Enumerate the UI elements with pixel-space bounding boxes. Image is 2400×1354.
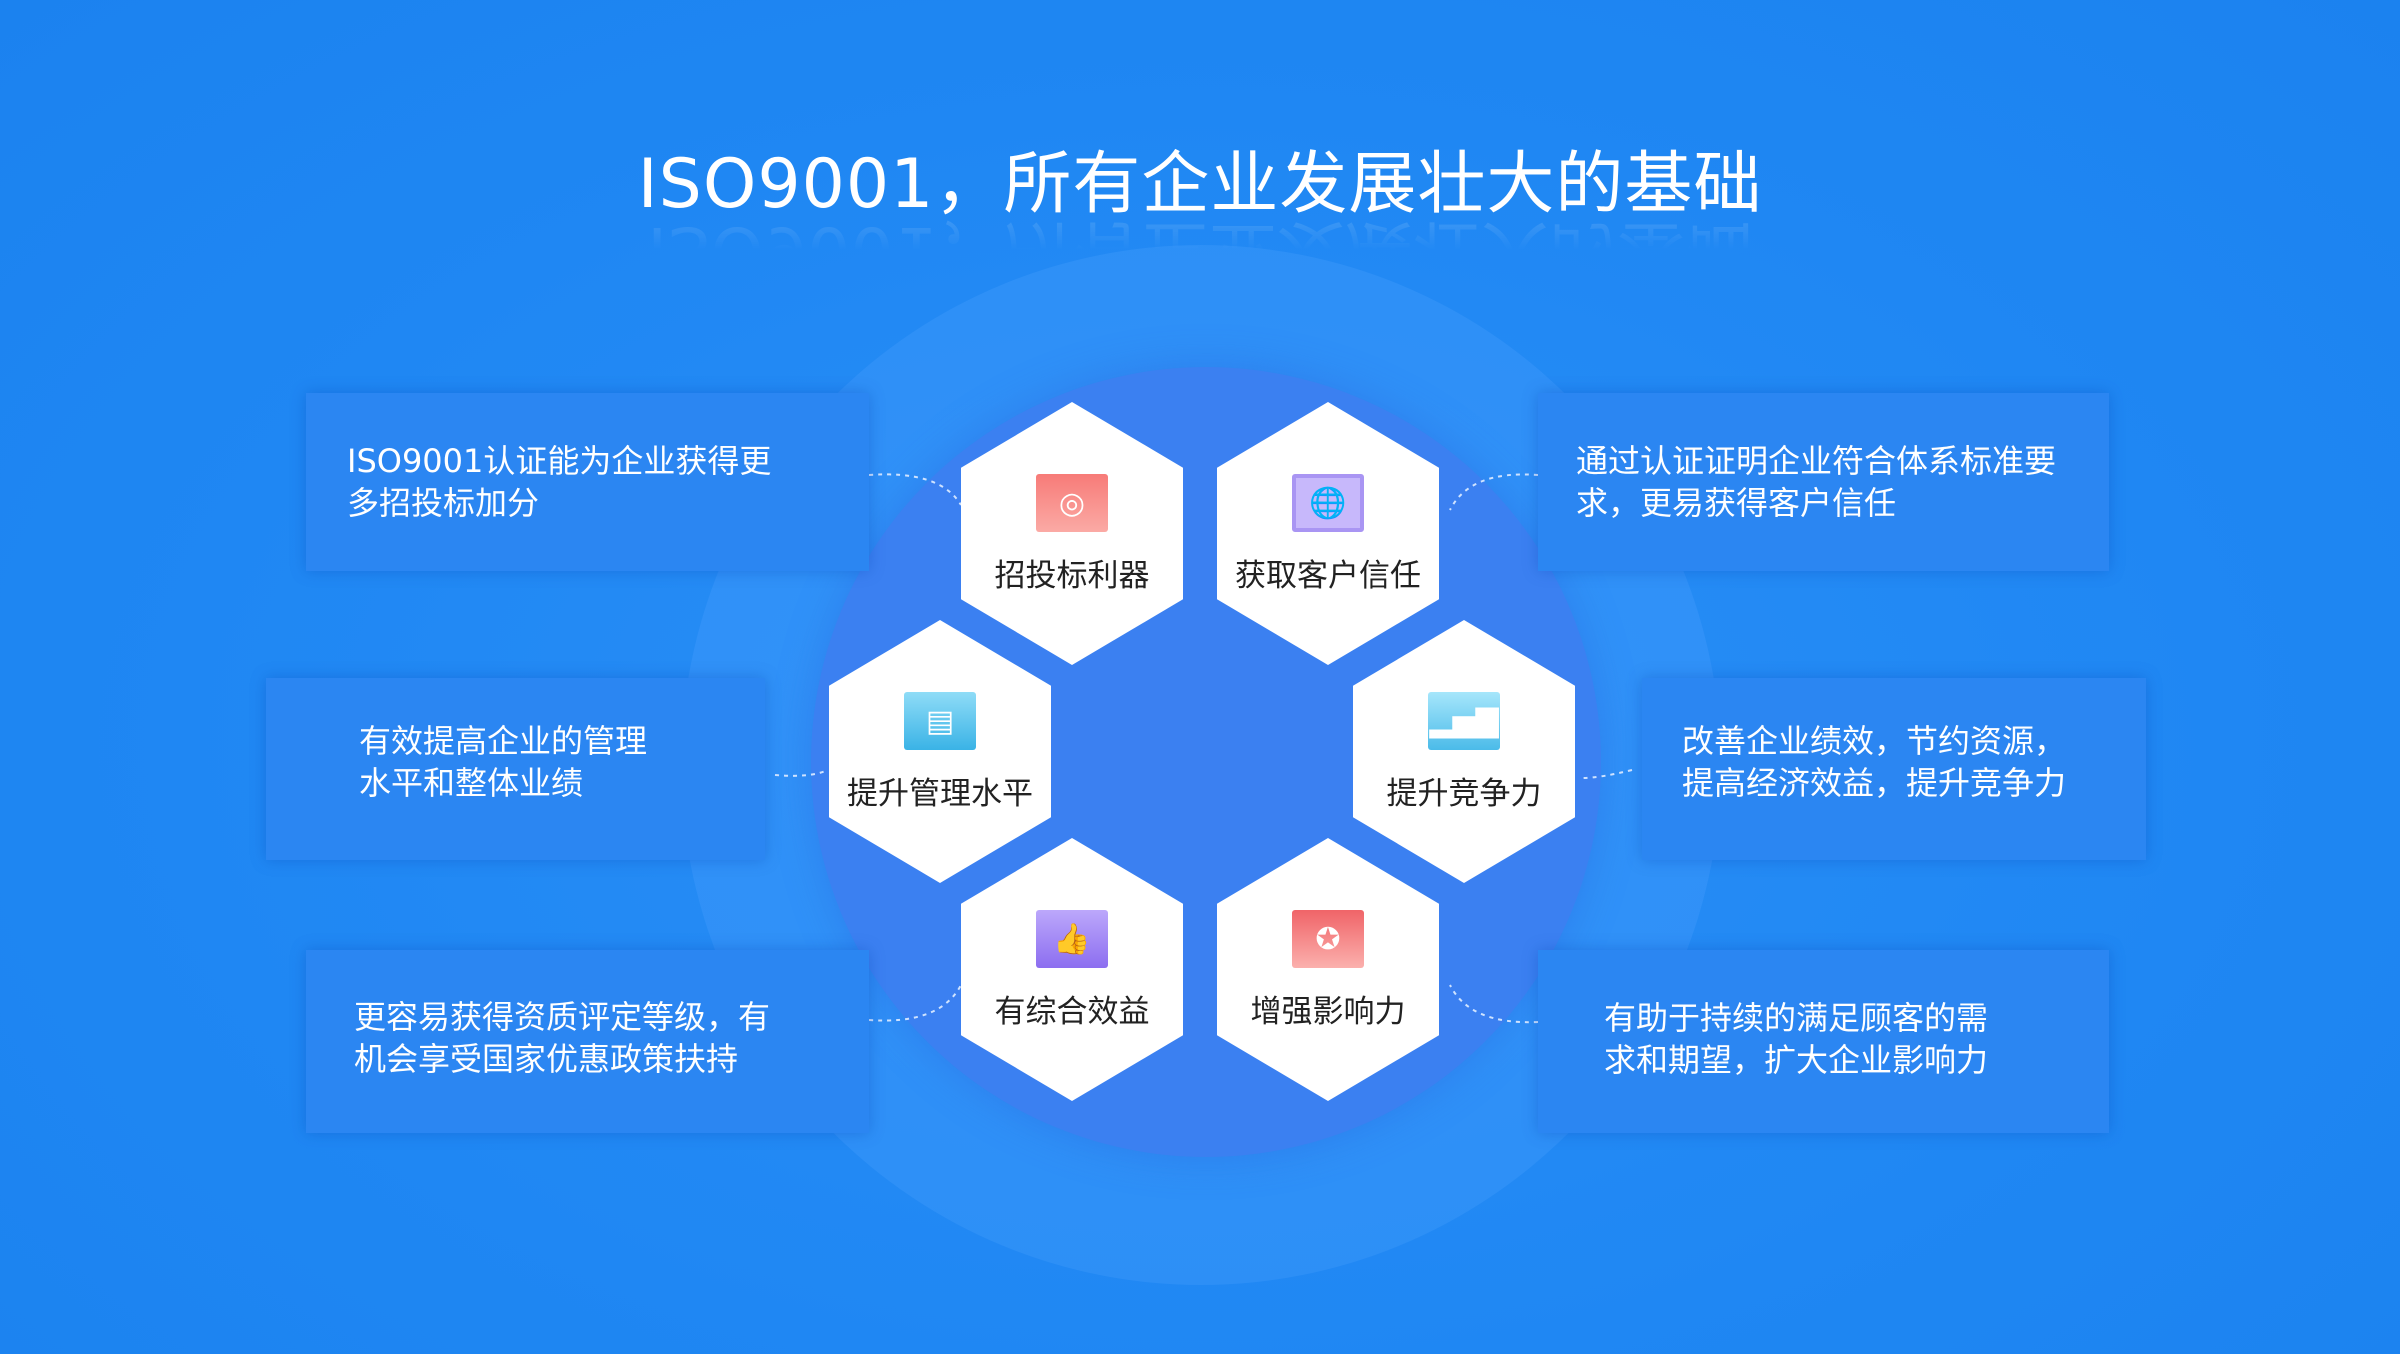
- box-line: 多招投标加分: [347, 484, 540, 522]
- hex-label: 增强影响力: [1250, 994, 1406, 1030]
- box-line: ISO9001认证能为企业获得更: [347, 442, 772, 480]
- document-gear-icon: ▤: [904, 692, 976, 750]
- hex-label: 提升管理水平: [847, 776, 1033, 812]
- connector-4: [1581, 769, 1633, 779]
- info-box-benefits: 更容易获得资质评定等级，有 机会享受国家优惠政策扶持: [306, 950, 869, 1133]
- info-box-bidding: ISO9001认证能为企业获得更 多招投标加分: [306, 393, 869, 571]
- info-box-influence: 有助于持续的满足顾客的需 求和期望，扩大企业影响力: [1538, 950, 2109, 1133]
- connector-2: [1449, 473, 1539, 511]
- box-line: 机会享受国家优惠政策扶持: [354, 1040, 739, 1078]
- info-box-management: 有效提高企业的管理 水平和整体业绩: [266, 678, 765, 860]
- target-icon: ◎: [1036, 474, 1108, 532]
- page-title: ISO9001，所有企业发展壮大的基础: [637, 145, 1763, 224]
- info-box-trust: 通过认证证明企业符合体系标准要 求，更易获得客户信任: [1538, 393, 2109, 571]
- medal-icon: ✪: [1292, 910, 1364, 968]
- info-box-competitiveness: 改善企业绩效，节约资源， 提高经济效益，提升竞争力: [1642, 678, 2146, 860]
- thumbs-up-icon: 👍: [1036, 910, 1108, 968]
- hex-label: 提升竞争力: [1386, 776, 1542, 812]
- box-line: 更容易获得资质评定等级，有: [354, 998, 771, 1036]
- connector-6: [1449, 984, 1539, 1024]
- connector-5: [868, 984, 962, 1022]
- box-line: 通过认证证明企业符合体系标准要: [1576, 442, 2057, 480]
- box-line: 有效提高企业的管理: [359, 722, 648, 760]
- hex-label: 有综合效益: [994, 994, 1150, 1030]
- hex-label: 招投标利器: [994, 558, 1150, 594]
- connector-3: [774, 769, 829, 777]
- connector-1: [868, 473, 962, 506]
- box-line: 改善企业绩效，节约资源，: [1682, 722, 2067, 760]
- box-line: 有助于持续的满足顾客的需: [1604, 999, 1989, 1037]
- globe-card-icon: 🌐: [1292, 474, 1364, 532]
- box-line: 水平和整体业绩: [359, 764, 584, 802]
- box-line: 提高经济效益，提升竞争力: [1682, 764, 2067, 802]
- bar-chart-icon: ▂▅▇: [1428, 692, 1500, 750]
- hex-label: 获取客户信任: [1235, 558, 1421, 594]
- box-line: 求，更易获得客户信任: [1576, 484, 1897, 522]
- box-line: 求和期望，扩大企业影响力: [1604, 1041, 1989, 1079]
